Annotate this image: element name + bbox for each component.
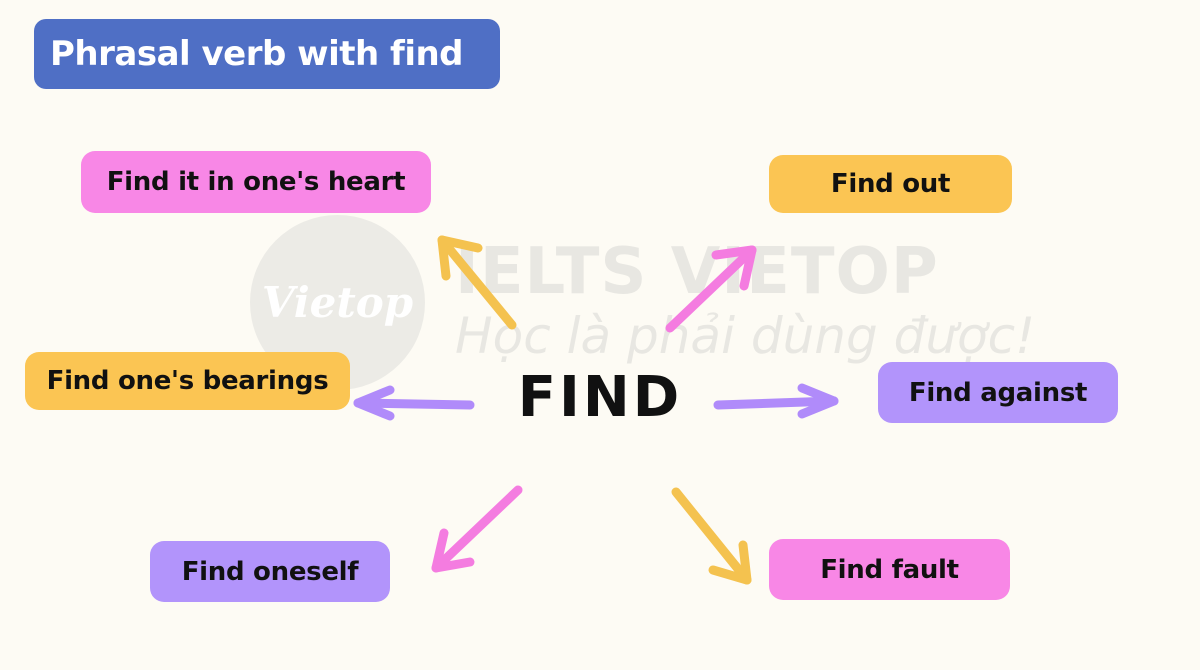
center-word: FIND: [517, 364, 683, 430]
diagram-title: Phrasal verb with find: [34, 19, 500, 89]
node-find-oneself: Find oneself: [150, 541, 390, 602]
arrow-to-find-out: [665, 245, 757, 333]
node-find-it-in-ones-heart: Find it in one's heart: [81, 151, 431, 213]
node-find-out: Find out: [769, 155, 1012, 213]
node-find-against: Find against: [878, 362, 1118, 423]
node-find-fault: Find fault: [769, 539, 1010, 600]
arrow-to-find-fault: [671, 487, 752, 585]
node-find-ones-bearings: Find one's bearings: [25, 352, 350, 410]
arrow-to-find-oneself: [431, 485, 523, 573]
arrow-to-find-it-in-ones-heart: [437, 235, 517, 330]
arrow-to-find-against: [713, 383, 839, 419]
arrow-to-find-ones-bearings: [353, 385, 475, 421]
